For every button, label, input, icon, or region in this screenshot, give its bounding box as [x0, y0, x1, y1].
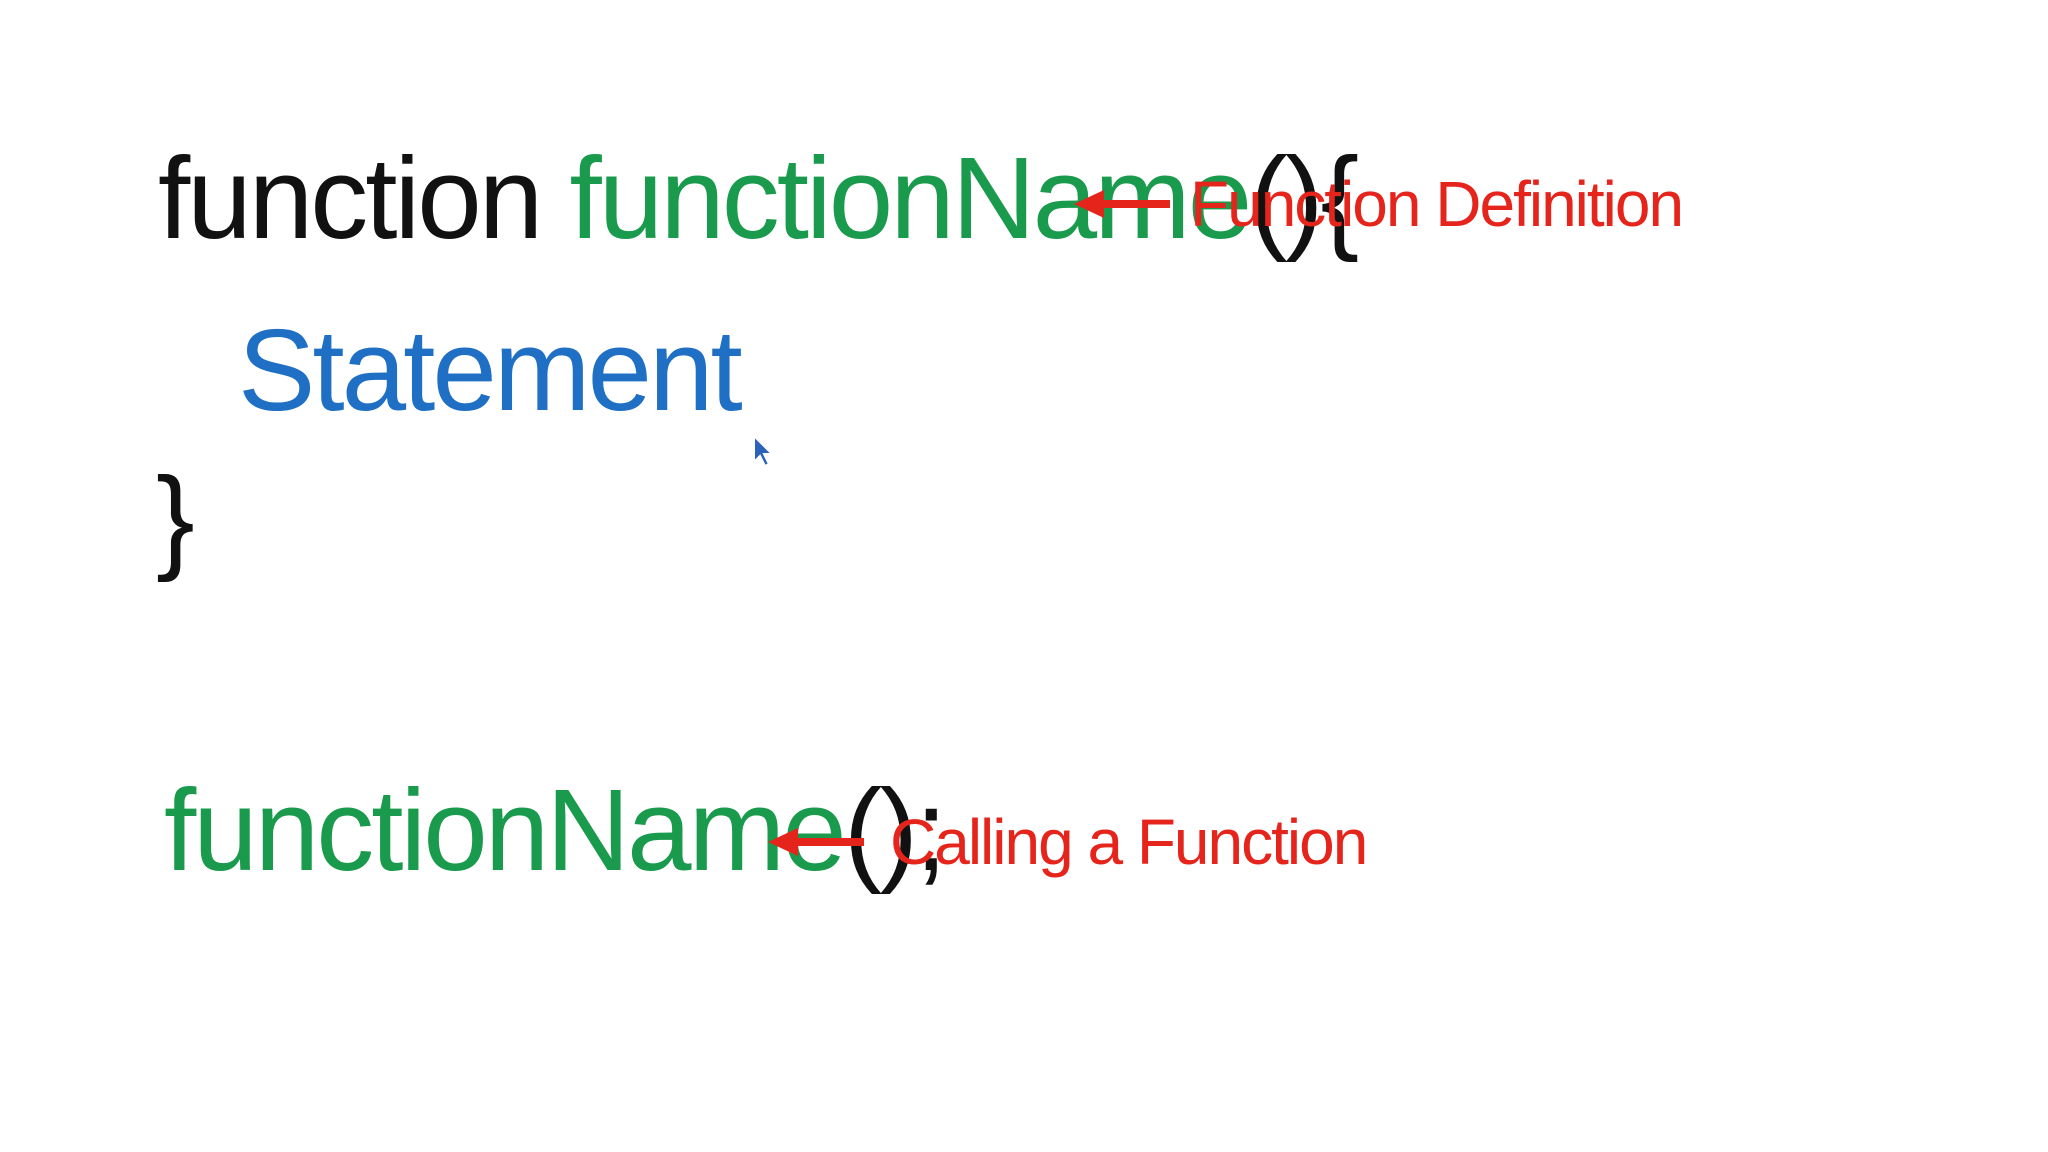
- call-annotation: Calling a Function: [766, 806, 1368, 878]
- left-arrow-icon: [768, 828, 864, 856]
- definition-open-brace: (){: [1249, 133, 1359, 263]
- statement-line: Statement: [238, 305, 743, 435]
- call-suffix: ();: [843, 765, 947, 895]
- called-function-name: functionName: [164, 765, 847, 895]
- call-annotation-label: Calling a Function: [890, 806, 1368, 878]
- function-definition-line: function functionName(){: [158, 140, 1359, 256]
- definition-close-brace: }: [156, 453, 195, 583]
- definition-annotation: Function Definition: [1072, 168, 1684, 240]
- function-name: functionName: [569, 133, 1253, 263]
- function-call-line: functionName();: [164, 772, 947, 888]
- definition-annotation-label: Function Definition: [1190, 168, 1684, 240]
- left-arrow-icon: [1074, 190, 1170, 218]
- function-keyword: function: [158, 133, 543, 263]
- mouse-pointer-icon: [753, 434, 774, 468]
